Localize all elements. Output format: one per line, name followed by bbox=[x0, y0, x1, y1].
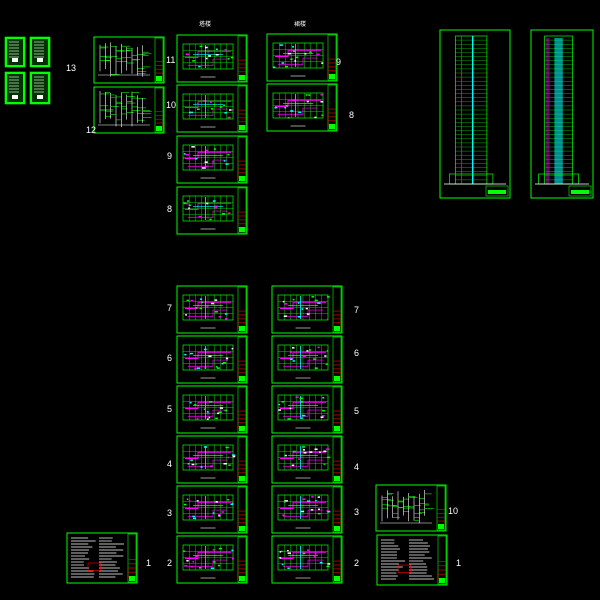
plan-lower-right-4-frame bbox=[271, 485, 343, 534]
plan-lower-right-5-frame bbox=[271, 535, 343, 584]
plan-upper-left-8 bbox=[176, 186, 248, 235]
sheet-number-upper-right-0: 9 bbox=[336, 57, 342, 67]
notes-sheet-left bbox=[66, 532, 138, 584]
elevation-sheet-left bbox=[439, 29, 511, 199]
system-diagram-top bbox=[93, 36, 165, 84]
plan-upper-left-10 bbox=[176, 84, 248, 133]
plan-upper-left-8-frame bbox=[176, 186, 248, 235]
system-diagram-right bbox=[375, 484, 447, 532]
plan-lower-left-1 bbox=[176, 335, 248, 384]
column-header-right: 裙楼 bbox=[294, 22, 307, 28]
sheet-number-notes-right: 1 bbox=[456, 558, 462, 568]
plan-lower-left-0-frame bbox=[176, 285, 248, 334]
plan-lower-right-1-frame bbox=[271, 335, 343, 384]
sheet-number-diagram-bottom: 12 bbox=[86, 125, 97, 135]
plan-lower-right-3 bbox=[271, 435, 343, 484]
notes-sheet-right-frame bbox=[376, 534, 448, 586]
system-diagram-bottom bbox=[93, 86, 165, 134]
notes-sheet-right bbox=[376, 534, 448, 586]
sheet-number-lower-left-0: 7 bbox=[167, 303, 173, 313]
plan-lower-left-5-frame bbox=[176, 535, 248, 584]
plan-lower-right-2 bbox=[271, 385, 343, 434]
system-diagram-bottom-frame bbox=[93, 86, 165, 134]
thumb-sheet-1 bbox=[4, 36, 26, 68]
sheet-number-lower-left-2: 5 bbox=[167, 404, 173, 414]
sheet-number-thumb-group: 13 bbox=[66, 63, 77, 73]
sheet-number-lower-right-2: 5 bbox=[354, 406, 360, 416]
elevation-sheet-right-frame bbox=[530, 29, 594, 199]
thumb-sheet-3 bbox=[4, 71, 26, 105]
plan-lower-right-3-frame bbox=[271, 435, 343, 484]
plan-upper-left-11-frame bbox=[176, 34, 248, 83]
plan-upper-left-11 bbox=[176, 34, 248, 83]
plan-lower-left-4-frame bbox=[176, 485, 248, 534]
plan-lower-right-4 bbox=[271, 485, 343, 534]
plan-lower-right-2-frame bbox=[271, 385, 343, 434]
plan-lower-right-0-frame bbox=[271, 285, 343, 334]
plan-lower-left-3-frame bbox=[176, 435, 248, 484]
plan-upper-left-10-frame bbox=[176, 84, 248, 133]
thumb-sheet-2 bbox=[29, 36, 51, 68]
plan-upper-left-9 bbox=[176, 135, 248, 184]
sheet-number-lower-right-1: 6 bbox=[354, 348, 360, 358]
sheet-number-lower-left-3: 4 bbox=[167, 459, 173, 469]
plan-upper-right-9 bbox=[266, 33, 338, 82]
sheet-number-upper-left-1: 10 bbox=[166, 100, 177, 110]
sheet-number-upper-left-3: 8 bbox=[167, 204, 173, 214]
plan-upper-right-8 bbox=[266, 83, 338, 132]
sheet-number-lower-right-4: 3 bbox=[354, 507, 360, 517]
system-diagram-top-frame bbox=[93, 36, 165, 84]
sheet-number-notes-left: 1 bbox=[146, 558, 152, 568]
sheet-number-lower-left-5: 2 bbox=[167, 558, 173, 568]
plan-lower-left-4 bbox=[176, 485, 248, 534]
plan-lower-right-5 bbox=[271, 535, 343, 584]
sheet-number-upper-right-1: 8 bbox=[349, 110, 355, 120]
sheet-number-lower-left-4: 3 bbox=[167, 508, 173, 518]
plan-lower-left-5 bbox=[176, 535, 248, 584]
sheet-number-upper-left-0: 11 bbox=[166, 55, 176, 65]
plan-upper-left-9-frame bbox=[176, 135, 248, 184]
elevation-sheet-left-frame bbox=[439, 29, 511, 199]
plan-lower-left-2-frame bbox=[176, 385, 248, 434]
plan-lower-left-2 bbox=[176, 385, 248, 434]
elevation-sheet-right bbox=[530, 29, 594, 199]
sheet-number-system-right: 10 bbox=[448, 506, 459, 516]
plan-lower-left-3 bbox=[176, 435, 248, 484]
plan-lower-right-0 bbox=[271, 285, 343, 334]
sheet-number-lower-right-3: 4 bbox=[354, 462, 360, 472]
plan-upper-right-9-frame bbox=[266, 33, 338, 82]
plan-lower-left-0 bbox=[176, 285, 248, 334]
plan-lower-left-1-frame bbox=[176, 335, 248, 384]
plan-lower-right-1 bbox=[271, 335, 343, 384]
thumb-sheet-4 bbox=[29, 71, 51, 105]
sheet-number-lower-left-1: 6 bbox=[167, 353, 173, 363]
plan-upper-right-8-frame bbox=[266, 83, 338, 132]
sheet-number-lower-right-5: 2 bbox=[354, 558, 360, 568]
system-diagram-right-frame bbox=[375, 484, 447, 532]
notes-sheet-left-frame bbox=[66, 532, 138, 584]
sheet-number-upper-left-2: 9 bbox=[167, 151, 173, 161]
sheet-number-lower-right-0: 7 bbox=[354, 305, 360, 315]
column-header-left: 塔楼 bbox=[199, 22, 212, 28]
